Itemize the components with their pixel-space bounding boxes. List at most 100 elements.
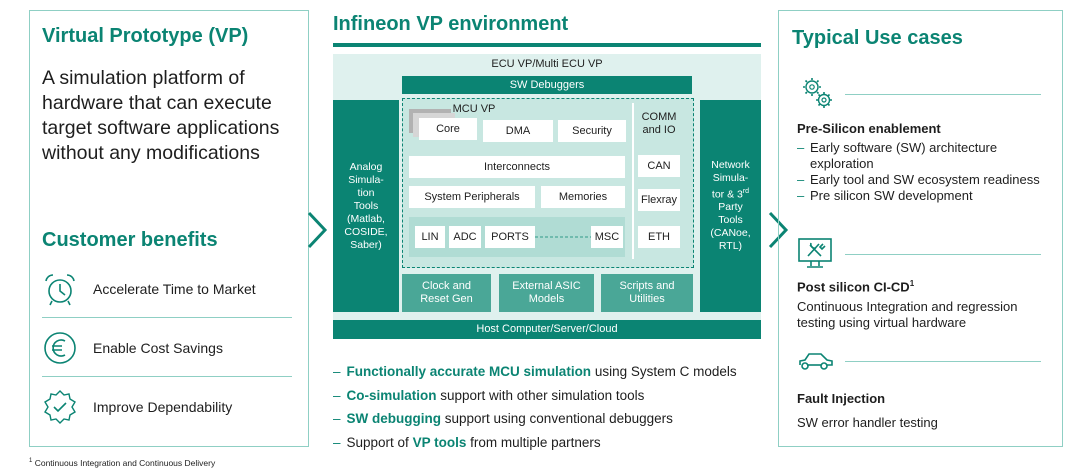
mcu-vp-label: MCU VP xyxy=(452,103,496,115)
can-block: CAN xyxy=(638,155,680,177)
vp-environment-title: Infineon VP environment xyxy=(333,13,569,35)
chevron-right-icon xyxy=(768,211,789,249)
use-case-text: Continuous Integration and regression te… xyxy=(797,299,1018,330)
euro-coin-icon xyxy=(44,332,76,364)
vp-description: A simulation platform of hardware that c… xyxy=(42,67,280,164)
benefit-time-to-market: Accelerate Time to Market xyxy=(42,269,294,309)
host-bar: Host Computer/Server/Cloud xyxy=(333,320,761,339)
network-line: tor & 3rd xyxy=(710,185,750,202)
asic-line: Models xyxy=(528,293,565,305)
network-line: Simula- xyxy=(712,171,749,184)
monitor-tools-icon xyxy=(798,238,832,268)
vp-features-list: –Functionally accurate MCU simulation us… xyxy=(333,360,763,454)
use-case-bullets: –Early software (SW) architecture explor… xyxy=(797,140,1052,204)
clock-line: Reset Gen xyxy=(420,293,473,305)
bullet-text: Pre silicon SW development xyxy=(810,188,973,203)
superscript: 1 xyxy=(909,279,915,288)
feature-item: –Co-simulation support with other simula… xyxy=(333,387,645,403)
footnote-text: Continuous Integration and Continuous De… xyxy=(34,458,216,468)
eth-block: ETH xyxy=(638,226,680,248)
analog-line: Saber) xyxy=(350,238,382,251)
asic-line: External ASIC xyxy=(512,280,581,292)
clock-line: Clock and xyxy=(422,280,471,292)
heading-text: Post silicon CI-CD xyxy=(797,279,910,295)
footnote-mark: 1 xyxy=(29,458,33,465)
analog-line: Simula- xyxy=(348,173,384,186)
network-text: tor & 3 xyxy=(711,188,743,201)
gears-icon xyxy=(803,78,832,108)
use-case-bullet: –Early tool and SW ecosystem readiness xyxy=(797,172,1040,187)
feature-item: –SW debugging support using conventional… xyxy=(333,411,673,426)
superscript: rd xyxy=(742,187,750,195)
comm-io-column: COMM and IO CAN Flexray ETH xyxy=(632,103,684,259)
feature-highlight: Co-simulation xyxy=(346,387,437,403)
dma-block: DMA xyxy=(483,120,553,142)
vp-title: Virtual Prototype (VP) xyxy=(42,25,249,47)
network-line: RTL) xyxy=(718,240,743,253)
core-block: Core xyxy=(419,118,477,140)
use-case-bullet: –Early software (SW) architecture explor… xyxy=(797,140,1052,172)
interconnects-block: Interconnects xyxy=(409,156,625,178)
divider xyxy=(42,317,292,318)
security-block: Security xyxy=(558,120,626,142)
mcu-vp-region: MCU VP Core DMA Security Interconnects S… xyxy=(402,98,694,268)
comm-io-line: and IO xyxy=(642,124,676,136)
comm-io-line: COMM xyxy=(641,111,677,123)
feature-item: –Support of VP tools from multiple partn… xyxy=(333,434,601,450)
title-rule xyxy=(333,43,761,47)
ports-block: PORTS xyxy=(485,226,535,248)
use-case-heading: Fault Injection xyxy=(797,391,886,406)
flexray-block: Flexray xyxy=(638,189,680,211)
analog-line: tion xyxy=(357,186,375,199)
virtual-prototype-panel: Virtual Prototype (VP) A simulation plat… xyxy=(29,10,309,447)
network-simulator-tools: Network Simula- tor & 3rd Party Tools (C… xyxy=(700,100,761,312)
use-case-rule xyxy=(845,94,1041,95)
use-case-text: SW error handler testing xyxy=(797,415,938,430)
lin-block: LIN xyxy=(415,226,445,248)
feature-text: Support of xyxy=(346,434,413,450)
feature-highlight: Functionally accurate MCU simulation xyxy=(346,364,592,379)
footnote: 1 Continuous Integration and Continuous … xyxy=(29,458,215,468)
use-cases-panel: Typical Use cases Pre-Silicon enablement… xyxy=(778,10,1063,447)
chevron-right-icon xyxy=(307,211,328,249)
bullet-text: Early tool and SW ecosystem readiness xyxy=(810,172,1040,187)
quality-badge-icon xyxy=(44,390,76,424)
bullet-text: Early software (SW) architecture explora… xyxy=(810,140,998,171)
analog-simulation-tools: Analog Simula- tion Tools (Matlab, COSID… xyxy=(333,100,399,312)
feature-text: support using conventional debuggers xyxy=(441,411,673,426)
comm-io-label: COMM and IO xyxy=(634,111,684,137)
feature-highlight: SW debugging xyxy=(346,411,441,426)
ecu-label: ECU VP/Multi ECU VP xyxy=(491,58,603,70)
adc-block: ADC xyxy=(449,226,481,248)
scripts-line: Utilities xyxy=(629,293,665,305)
network-line: Tools xyxy=(718,214,743,227)
car-icon xyxy=(799,353,833,370)
benefit-dependability: Improve Dependability xyxy=(42,387,294,427)
network-line: Party xyxy=(718,201,743,214)
sw-debuggers-bar: SW Debuggers xyxy=(402,76,692,94)
analog-line: Analog xyxy=(349,160,383,173)
use-case-heading: Pre-Silicon enablement xyxy=(797,121,941,136)
use-case-heading: Post silicon CI-CD1 xyxy=(797,279,914,294)
use-case-rule xyxy=(845,254,1041,255)
ecu-vp-diagram: ECU VP/Multi ECU VP SW Debuggers Analog … xyxy=(333,54,761,339)
memories-block: Memories xyxy=(541,186,625,208)
scripts-line: Scripts and xyxy=(619,280,675,292)
feature-highlight: VP tools xyxy=(412,434,467,450)
feature-text: from multiple partners xyxy=(466,434,601,450)
analog-line: COSIDE, xyxy=(344,225,388,238)
benefit-cost-savings: Enable Cost Savings xyxy=(42,328,294,368)
feature-item: –Functionally accurate MCU simulation us… xyxy=(333,364,737,379)
benefit-label: Accelerate Time to Market xyxy=(93,281,256,297)
use-cases-title: Typical Use cases xyxy=(792,27,963,49)
use-case-bullet: –Pre silicon SW development xyxy=(797,188,973,203)
analog-line: Tools xyxy=(353,199,379,212)
benefit-label: Enable Cost Savings xyxy=(93,340,223,356)
system-peripherals-block: System Peripherals xyxy=(409,186,535,208)
divider xyxy=(42,376,292,377)
feature-text: support with other simulation tools xyxy=(436,387,645,403)
network-line: (CANoe, xyxy=(710,227,751,240)
use-case-rule xyxy=(845,361,1041,362)
